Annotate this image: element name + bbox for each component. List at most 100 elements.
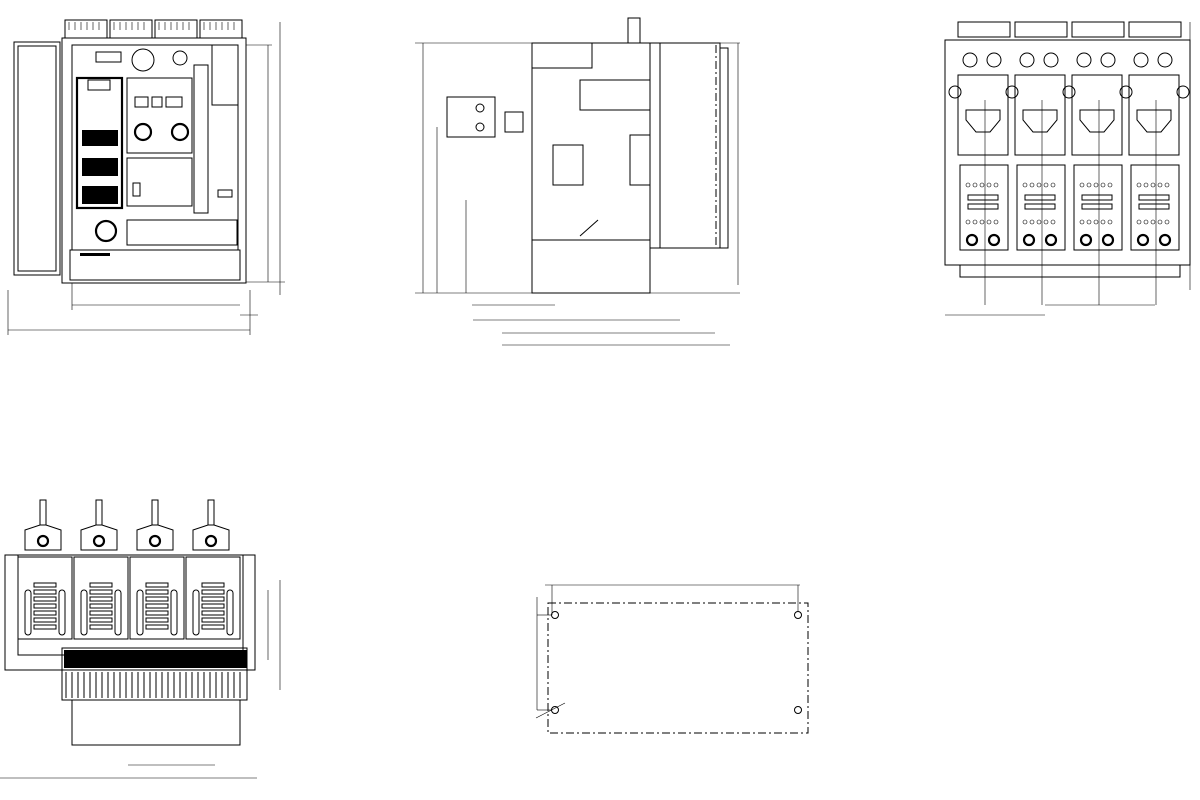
hole-icon: [1107, 182, 1113, 188]
vent-slot: [145, 582, 169, 588]
slot: [1138, 194, 1170, 201]
mounting-hole-icon: [794, 706, 802, 714]
terminal-head: [24, 524, 62, 551]
top-view: [0, 499, 281, 779]
bolt-icon: [1133, 52, 1149, 68]
hole-icon: [993, 182, 999, 188]
bolt-icon: [965, 233, 979, 247]
vent-slot: [201, 603, 225, 609]
bolt-icon: [1076, 52, 1092, 68]
vent-slot: [89, 617, 113, 623]
hole-icon: [1050, 182, 1056, 188]
hole-icon: [1150, 219, 1156, 225]
pole-terminal: [959, 164, 1009, 251]
slot: [170, 589, 178, 636]
vent-slot: [33, 582, 57, 588]
terminal-stem: [39, 499, 47, 526]
terminal-head: [192, 524, 230, 551]
vent-slot: [201, 589, 225, 595]
mounting-hole-icon: [551, 706, 559, 714]
slot: [967, 203, 999, 210]
terminal-block: [1014, 21, 1068, 38]
hole-icon: [1043, 182, 1049, 188]
bolt-icon: [1158, 233, 1172, 247]
vent-slot: [33, 603, 57, 609]
slot: [967, 194, 999, 201]
terminal-strip: [64, 650, 247, 668]
vent-slot: [89, 596, 113, 602]
slot: [1081, 194, 1113, 201]
drawout-side-panel: [13, 41, 61, 276]
vent-slot: [89, 589, 113, 595]
rear-view: [944, 21, 1191, 316]
vent-slot: [33, 617, 57, 623]
bolt-icon: [1079, 233, 1093, 247]
pole-cover: [129, 556, 185, 640]
pole-housing: [1071, 74, 1123, 156]
rear-poles: [948, 21, 1190, 305]
vent-slot: [201, 582, 225, 588]
hole-icon: [1100, 219, 1106, 225]
hole-icon: [1143, 219, 1149, 225]
hole-icon: [1029, 219, 1035, 225]
bolt-icon: [986, 52, 1002, 68]
vent-slot: [145, 617, 169, 623]
hole-icon: [986, 219, 992, 225]
hole-icon: [1157, 182, 1163, 188]
vent-slot: [145, 610, 169, 616]
vent-slot: [145, 603, 169, 609]
bolt-icon: [962, 52, 978, 68]
mounting-hole-icon: [551, 611, 559, 619]
terminal-block: [154, 19, 198, 39]
hole-icon: [986, 182, 992, 188]
hole-icon: [1164, 182, 1170, 188]
vent-slot: [33, 610, 57, 616]
bolt-icon: [1062, 85, 1076, 99]
bolt-icon: [204, 534, 218, 548]
hole-icon: [1086, 182, 1092, 188]
terminal-block: [957, 21, 1011, 38]
mounting-hole-icon: [794, 611, 802, 619]
slot: [114, 589, 122, 636]
slot: [58, 589, 66, 636]
pole-cover: [17, 556, 73, 640]
hole-icon: [979, 182, 985, 188]
terminal-head: [136, 524, 174, 551]
slot: [136, 589, 144, 636]
slot: [1024, 194, 1056, 201]
pole-cover: [185, 556, 241, 640]
hole-icon: [1050, 219, 1056, 225]
trip-unit-panel: [75, 76, 124, 210]
slot: [1024, 203, 1056, 210]
side-view: [415, 17, 740, 346]
hole-icon: [993, 219, 999, 225]
breaker-body: [61, 37, 247, 284]
terminal-block: [199, 19, 243, 39]
hole-icon: [1107, 219, 1113, 225]
bolt-icon: [1022, 233, 1036, 247]
terminal-block: [1071, 21, 1125, 38]
slot: [192, 589, 200, 636]
bolt-icon: [1005, 85, 1019, 99]
bolt-icon: [92, 534, 106, 548]
vent-slot: [145, 589, 169, 595]
vent-slot: [89, 610, 113, 616]
pole-housing: [1014, 74, 1066, 156]
bolt-icon: [148, 534, 162, 548]
vent-slot: [33, 589, 57, 595]
pole-housing: [1128, 74, 1180, 156]
terminal-block: [1128, 21, 1182, 38]
pole-terminal: [1016, 164, 1066, 251]
hole-icon: [1043, 219, 1049, 225]
bolt-icon: [1119, 85, 1133, 99]
vent-slot: [145, 596, 169, 602]
terminal-head: [80, 524, 118, 551]
terminal-stem: [151, 499, 159, 526]
secondary-terminals: [64, 19, 243, 39]
bolt-icon: [1100, 52, 1116, 68]
bolt-icon: [1019, 52, 1035, 68]
vent-slot: [33, 596, 57, 602]
hole-icon: [1157, 219, 1163, 225]
bolt-icon: [948, 85, 962, 99]
